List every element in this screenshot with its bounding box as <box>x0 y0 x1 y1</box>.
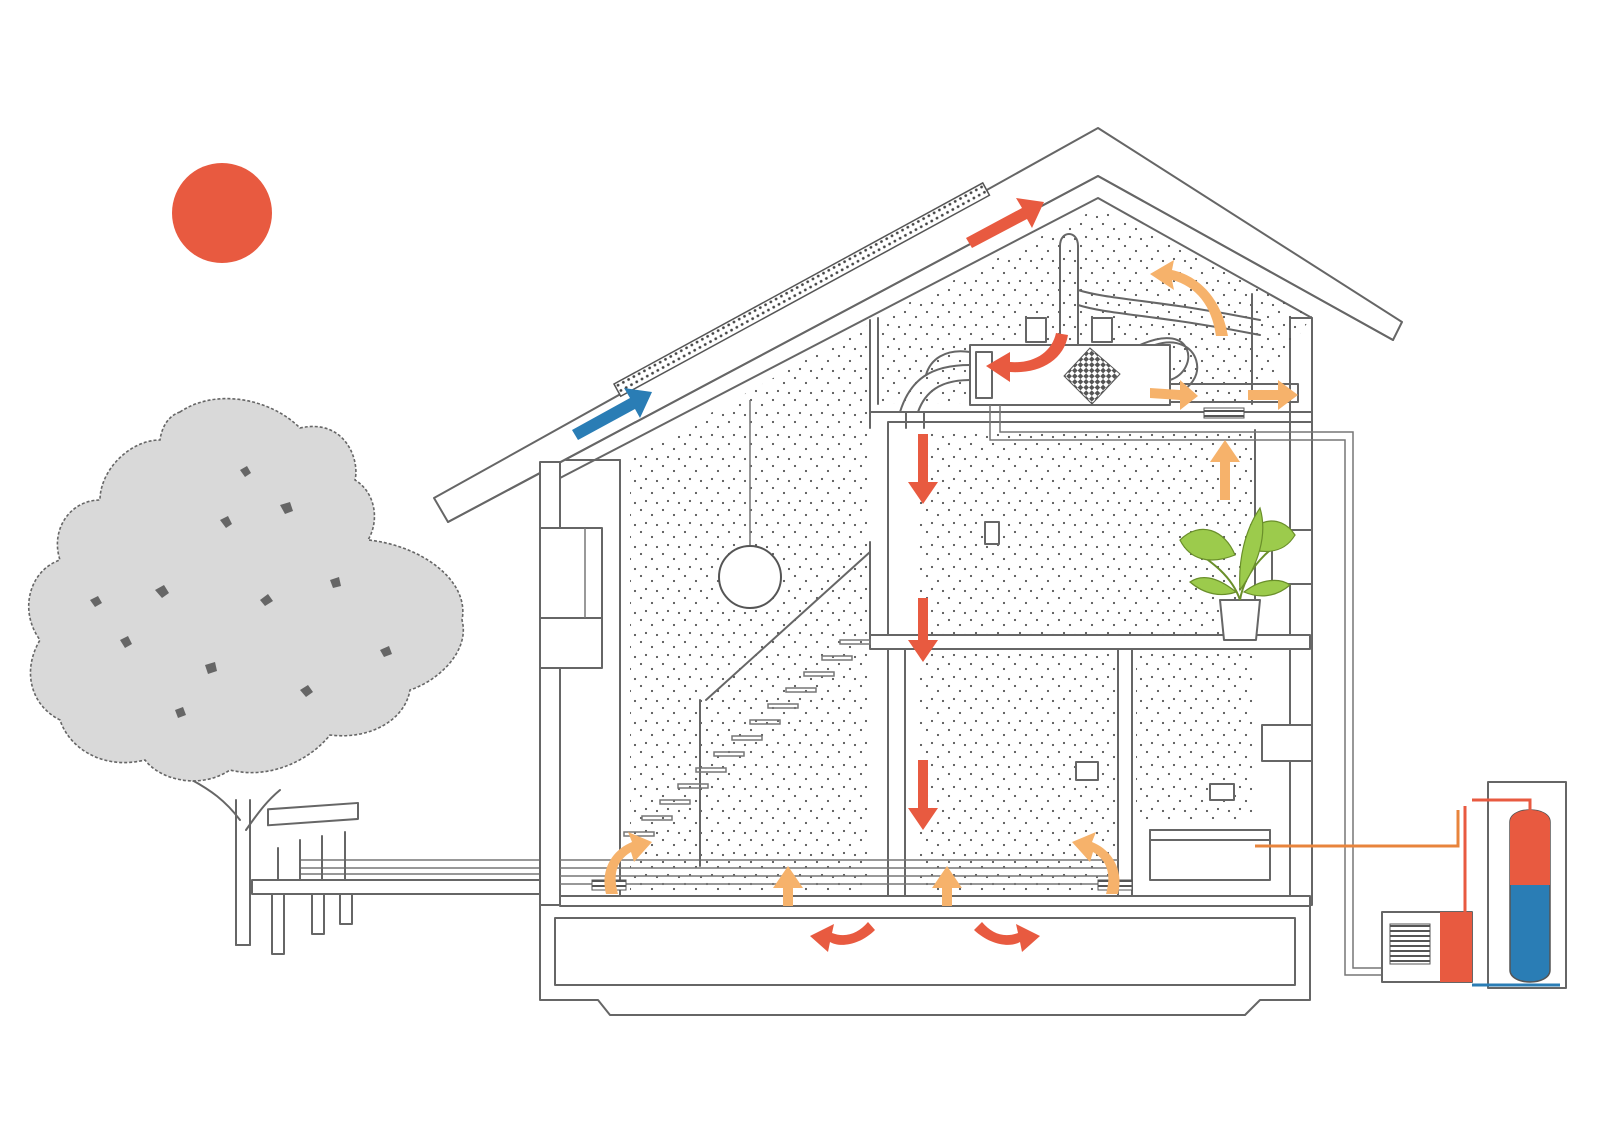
wall-vent-bath <box>1209 783 1235 801</box>
pendant-lamp-icon <box>718 400 782 609</box>
ventilation-unit <box>899 233 1299 429</box>
house <box>433 127 1460 1016</box>
solar-panel <box>612 181 991 398</box>
sun-icon <box>172 163 272 263</box>
wall-vent-lower <box>1075 761 1099 781</box>
heat-pump-icon <box>1381 911 1473 983</box>
plant-icon <box>1179 506 1296 641</box>
wall-vent-upper <box>984 521 1000 545</box>
hot-water-tank-icon <box>1463 781 1567 989</box>
tree-icon <box>27 397 465 946</box>
deck <box>251 801 560 955</box>
air-flow-arrows <box>572 198 1298 952</box>
